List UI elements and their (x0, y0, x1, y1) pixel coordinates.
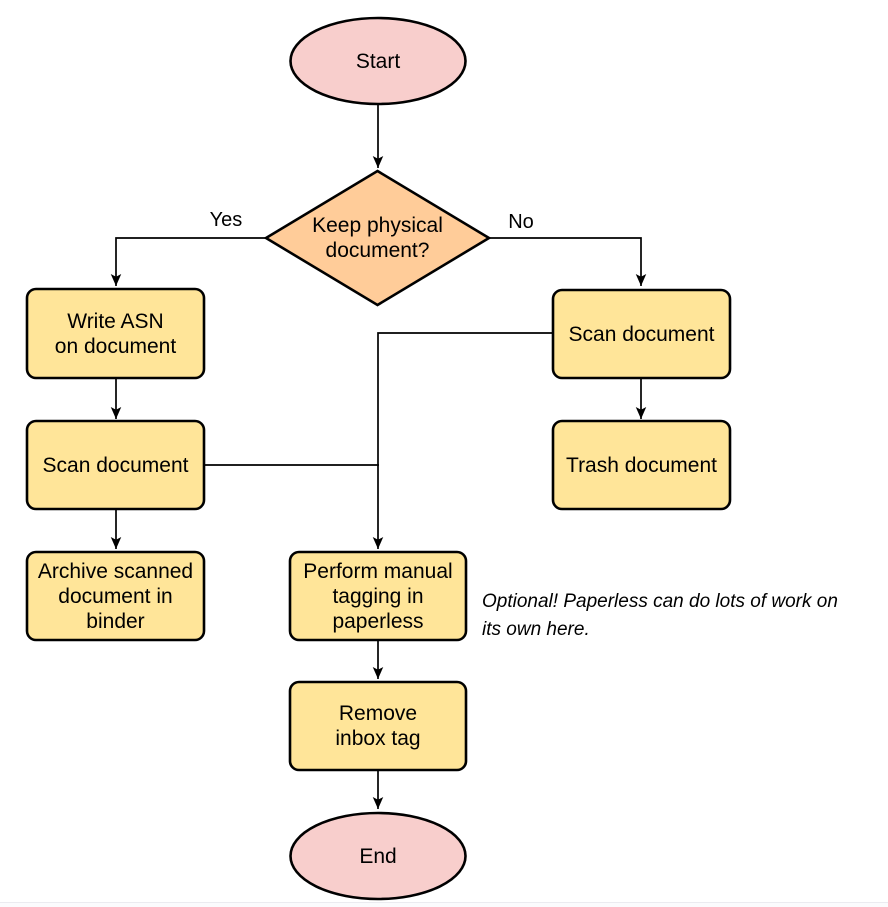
optional-annotation-text: Optional! Paperless can do lots of work … (482, 591, 838, 640)
start-node-shape (289, 16, 467, 106)
edge-decision-no-to-scan-right (489, 237, 647, 286)
edge-decision-yes-to-write-asn (110, 237, 266, 286)
tagging-node-shape (288, 550, 468, 642)
edge-scan-right-to-tagging (372, 332, 553, 549)
end-node-shape (289, 811, 467, 901)
decision-node-shape (263, 169, 492, 307)
trash-node-shape (551, 419, 732, 511)
archive-node-shape (25, 550, 206, 642)
remove-inbox-node-shape (288, 680, 468, 772)
write-asn-node-shape (25, 287, 206, 380)
page-bottom-divider (0, 902, 888, 907)
scan-right-node-shape (551, 288, 732, 380)
scan-left-node-shape (25, 419, 206, 511)
